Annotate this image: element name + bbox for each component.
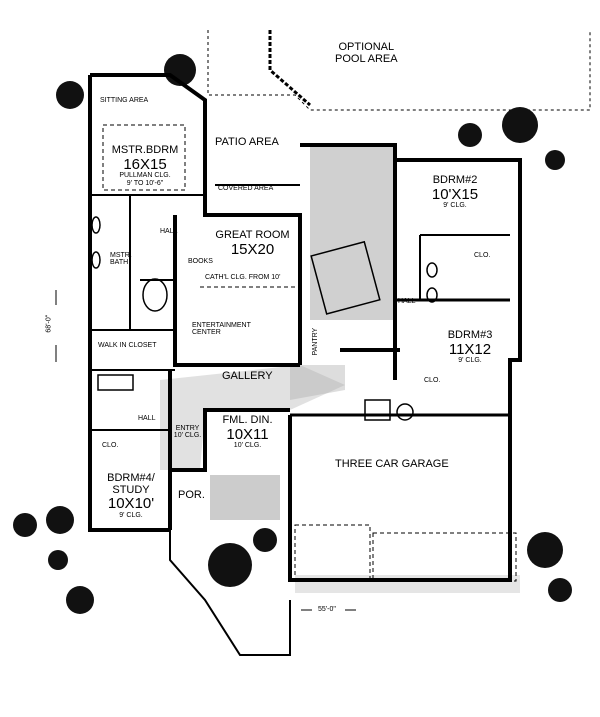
- ceiling-outlines: [102, 124, 517, 582]
- bdrm3-size: 11X12: [448, 340, 492, 358]
- hall-label-study: HALL: [138, 415, 156, 422]
- width-dimension: 55'-0": [318, 606, 336, 613]
- dimension-lines: [55, 290, 356, 611]
- great-room-label: GREAT ROOM 15X20: [205, 229, 300, 258]
- bedroom-4-study-label: BDRM#4/ STUDY 10X10' 9' CLG.: [95, 472, 167, 519]
- bdrm2-ceiling: 9' CLG.: [443, 202, 467, 210]
- gallery-label: GALLERY: [222, 370, 273, 382]
- pantry-label: PANTRY: [312, 327, 320, 356]
- covered-area-label: COVERED AREA: [218, 185, 274, 192]
- bath-line1: MSTR.: [110, 252, 132, 259]
- bedroom-3-label: BDRM#3 11X12 9' CLG.: [430, 329, 510, 365]
- paved-areas: [160, 145, 520, 593]
- pool-label-line1: OPTIONAL: [338, 41, 395, 53]
- bdrm4-name: BDRM#4/: [107, 472, 155, 484]
- pool-area: [207, 30, 591, 111]
- sitting-area-label: SITTING AREA: [100, 97, 149, 104]
- dining-ceiling: 10' CLG.: [233, 442, 262, 450]
- great-room-size: 15X20: [230, 240, 275, 258]
- fixtures: [91, 216, 438, 421]
- bdrm3-ceiling: 9' CLG.: [458, 357, 482, 365]
- bdrm2-size: 10'X15: [431, 185, 479, 203]
- bdrm4-ceiling: 9' CLG.: [119, 511, 143, 519]
- master-name: MSTR.BDRM: [111, 144, 179, 156]
- walkway: [169, 530, 291, 656]
- bdrm4-name2: STUDY: [112, 483, 150, 496]
- center-line: CENTER: [192, 329, 221, 337]
- closet-label-study: CLO.: [102, 442, 119, 449]
- exterior-walls: [88, 73, 522, 582]
- entry-name: ENTRY: [175, 425, 200, 432]
- porch-label: POR.: [178, 489, 205, 501]
- garage-label: THREE CAR GARAGE: [335, 458, 449, 470]
- master-ceiling: PULLMAN CLG.: [119, 172, 171, 180]
- master-ceiling2: 9' TO 10'-6": [126, 179, 164, 187]
- books-label: BOOKS: [188, 258, 213, 265]
- master-size: 16X15: [123, 155, 167, 173]
- hall-label-bedrooms: HALL: [398, 298, 416, 305]
- pool-label-line2: POOL AREA: [335, 52, 398, 65]
- bedroom-2-label: BDRM#2 10'X15 9' CLG.: [410, 174, 500, 210]
- walk-in-closet-label: WALK IN CLOSET: [98, 342, 157, 349]
- great-room-name: GREAT ROOM: [215, 229, 290, 241]
- master-bedroom-label: MSTR.BDRM 16X15 PULLMAN CLG. 9' TO 10'-6…: [106, 144, 184, 187]
- dining-name: FML. DIN.: [222, 414, 273, 426]
- entry-label: ENTRY 10' CLG.: [170, 425, 205, 440]
- closet-label-bdrm3: CLO.: [424, 377, 441, 384]
- dining-size: 10X11: [226, 425, 269, 443]
- bdrm2-name: BDRM#2: [432, 174, 478, 186]
- landscaping-trees: [13, 54, 572, 614]
- closet-label-bdrm2: CLO.: [474, 252, 491, 259]
- bath-line2: BATH: [110, 259, 129, 267]
- interior-walls: [90, 184, 510, 431]
- master-bath-label: MSTR.BATH: [110, 252, 132, 267]
- bdrm4-size: 10X10': [107, 495, 155, 513]
- bdrm3-name: BDRM#3: [447, 329, 493, 341]
- depth-dimension: 68'-0": [45, 314, 53, 333]
- entry-ceiling: 10' CLG.: [173, 432, 202, 440]
- hall-label-master: HALL: [160, 228, 178, 235]
- entertainment-line: ENTERTAINMENT: [192, 322, 251, 329]
- great-room-ceiling: CATH'L CLG. FROM 10': [205, 274, 281, 281]
- dining-room-label: FML. DIN. 10X11 10' CLG.: [210, 414, 285, 450]
- patio-label: PATIO AREA: [215, 136, 279, 148]
